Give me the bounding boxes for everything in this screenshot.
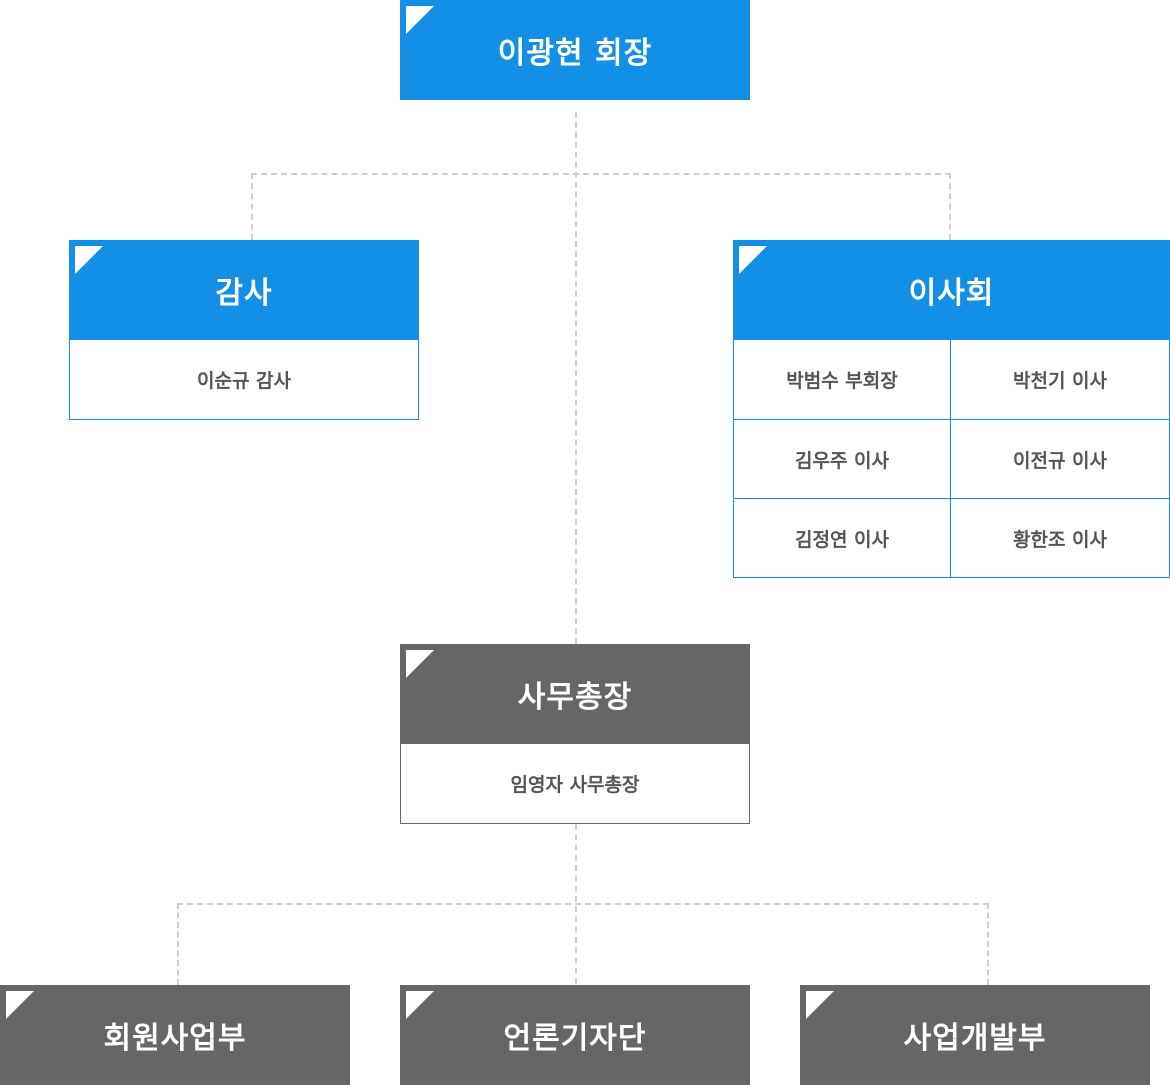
- board-member: 박범수 부회장: [733, 340, 951, 420]
- board-member: 이전규 이사: [950, 419, 1170, 499]
- department-box: 언론기자단: [400, 985, 750, 1085]
- member-name: 황한조 이사: [1012, 528, 1107, 551]
- secretary-general-header: 사무총장: [400, 644, 750, 744]
- chairman-box: 이광현 회장: [400, 0, 750, 100]
- board-title: 이사회: [908, 276, 995, 311]
- corner-fold-icon: [75, 246, 103, 274]
- corner-fold-icon: [6, 991, 34, 1019]
- department-title: 언론기자단: [503, 1021, 647, 1056]
- corner-fold-icon: [406, 650, 434, 678]
- secretary-general-title: 사무총장: [517, 680, 633, 715]
- corner-fold-icon: [806, 991, 834, 1019]
- department-title: 사업개발부: [903, 1021, 1047, 1056]
- department-header: 회원사업부: [0, 985, 350, 1085]
- chairman-title: 이광현 회장: [497, 36, 653, 71]
- connector-chairman-down: [575, 112, 577, 644]
- board-member: 황한조 이사: [950, 498, 1170, 578]
- department-box: 회원사업부: [0, 985, 350, 1085]
- connector-to-auditor: [251, 173, 253, 240]
- member-name: 박천기 이사: [1012, 370, 1107, 392]
- connector-to-membership-dept: [177, 903, 179, 985]
- board-member: 박천기 이사: [950, 340, 1170, 420]
- board-member: 김우주 이사: [733, 419, 951, 499]
- board-member: 김정연 이사: [733, 498, 951, 578]
- corner-fold-icon: [739, 246, 767, 274]
- corner-fold-icon: [406, 991, 434, 1019]
- member-name: 이순규 감사: [196, 370, 291, 392]
- secretary-general-member: 임영자 사무총장: [400, 744, 750, 824]
- member-name: 박범수 부회장: [786, 370, 898, 392]
- department-header: 언론기자단: [400, 985, 750, 1085]
- department-box: 사업개발부: [800, 985, 1150, 1085]
- chairman-header: 이광현 회장: [400, 0, 750, 100]
- member-name: 김정연 이사: [794, 528, 889, 551]
- department-title: 회원사업부: [103, 1021, 247, 1056]
- secretary-general-box: 사무총장 임영자 사무총장: [400, 644, 750, 824]
- member-name: 김우주 이사: [794, 449, 889, 472]
- auditor-title: 감사: [215, 276, 273, 311]
- department-header: 사업개발부: [800, 985, 1150, 1085]
- auditor-header: 감사: [69, 240, 419, 340]
- board-box: 이사회 박범수 부회장 박천기 이사 김우주 이사 이전규 이사 김정연 이사 …: [733, 240, 1170, 578]
- auditor-member: 이순규 감사: [69, 340, 419, 420]
- corner-fold-icon: [406, 6, 434, 34]
- connector-to-development-dept: [987, 903, 989, 985]
- connector-to-board: [949, 173, 951, 240]
- connector-bottom-horizontal: [177, 903, 989, 905]
- auditor-box: 감사 이순규 감사: [69, 240, 419, 420]
- connector-top-horizontal: [251, 173, 951, 175]
- member-name: 임영자 사무총장: [510, 774, 640, 796]
- board-header: 이사회: [733, 240, 1170, 340]
- member-name: 이전규 이사: [1012, 449, 1107, 472]
